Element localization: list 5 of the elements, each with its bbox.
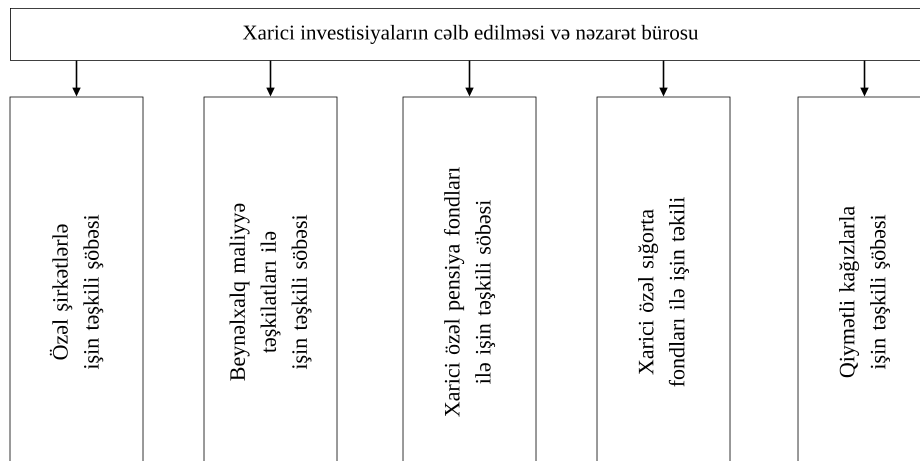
department-box: Beynəlxalq maliyyə təşkilatları ilə işin təşkili söbəsi xyxy=(204,96,338,461)
department-box: Özəl şirkətlərlə işin təşkili şöbəsi xyxy=(10,96,144,461)
office-box: Xarici investisiyaların cəlb edilməsi və nəzarət bürosu xyxy=(10,8,920,61)
department-box: Xarici özəl sığorta fondları ilə işin təkili xyxy=(596,96,730,461)
department-box: Qiymətli kağızlarla işin təşkili şöbəsi xyxy=(798,96,920,461)
